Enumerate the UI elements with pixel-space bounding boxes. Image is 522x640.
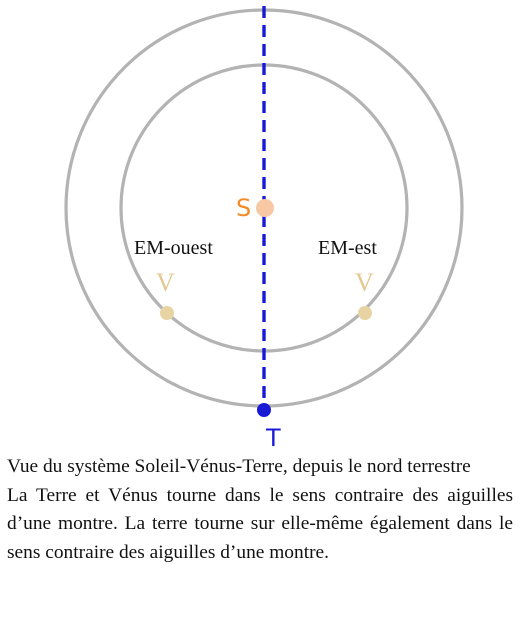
venus-east-label: V xyxy=(355,268,374,297)
venus-west xyxy=(160,306,174,320)
elongation-east-label: EM-est xyxy=(318,237,377,259)
caption: Vue du système Soleil-Vénus-Terre, depui… xyxy=(7,453,513,567)
sun xyxy=(256,199,274,217)
sun-label: S xyxy=(236,194,251,222)
elongation-west-label: EM-ouest xyxy=(134,237,213,259)
venus-east xyxy=(358,306,372,320)
caption-description: La Terre et Vénus tourne dans le sens co… xyxy=(7,484,513,563)
solar-system-diagram: S EM-ouest EM-est V V T xyxy=(64,6,464,452)
earth xyxy=(257,403,271,417)
earth-label: T xyxy=(265,424,281,452)
venus-west-label: V xyxy=(156,268,175,297)
caption-title: Vue du système Soleil-Vénus-Terre, depui… xyxy=(7,456,471,477)
